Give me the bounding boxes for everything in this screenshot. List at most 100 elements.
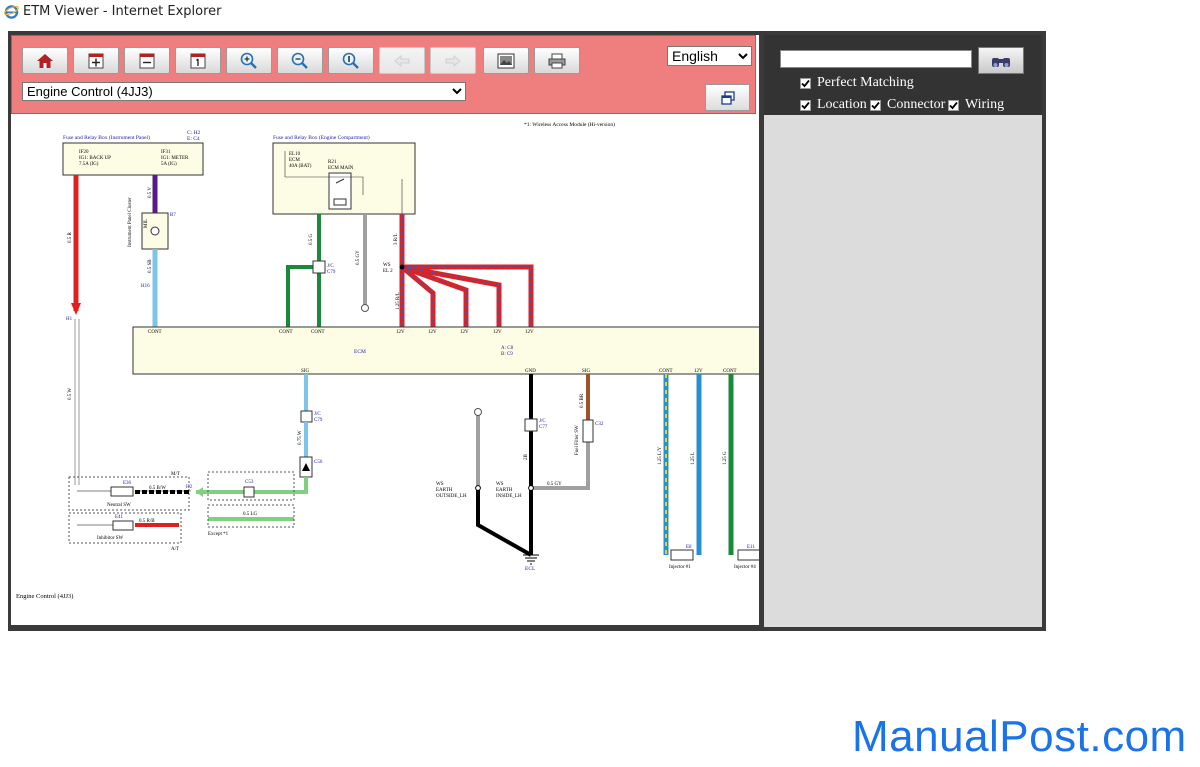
perfect-matching-option[interactable]: Perfect Matching <box>800 75 914 91</box>
minus-box-icon <box>139 53 155 68</box>
ws-el2-a: WS <box>383 263 391 268</box>
conn-e41: E41 <box>115 515 124 520</box>
inhibitor-sw-label: Inhibitor SW <box>97 536 124 541</box>
zoom-fit-icon <box>342 52 359 69</box>
connector-option[interactable]: Connector <box>870 97 945 113</box>
window-titlebar: ETM Viewer - Internet Explorer <box>0 0 1200 24</box>
inhibitor-sw[interactable] <box>112 520 134 531</box>
perfect-matching-checkbox[interactable] <box>800 77 811 89</box>
new-window-button[interactable] <box>705 84 750 111</box>
wire-125l-label: 1.25 L <box>691 452 696 465</box>
wire-05g-b[interactable] <box>286 265 319 327</box>
injector-1-label: Injector #1 <box>669 565 691 570</box>
injector-4[interactable] <box>737 549 759 561</box>
ground-symbol <box>523 554 539 565</box>
pin-12v-5: 12V <box>525 330 534 335</box>
expand-button[interactable] <box>73 47 119 74</box>
wire-05sb-label: 0.5 SB <box>148 259 153 273</box>
ws-earth-out-a: WS <box>436 482 444 487</box>
zoom-out-button[interactable] <box>277 47 323 74</box>
fuse-el10-rating: 40A (BAT) <box>289 164 312 169</box>
fuse-box-ip-conn-e: E: C4 <box>187 136 200 142</box>
injector-1[interactable] <box>670 549 694 561</box>
wire-05g-label: 0.5 G <box>309 234 314 246</box>
wiring-label: Wiring <box>965 97 1005 112</box>
home-button[interactable] <box>22 47 68 74</box>
diagram-footer-title: Engine Control (4JJ3) <box>16 593 73 600</box>
wiring-diagram[interactable]: *1: Wireless Access Module (Hi-version) … <box>11 115 759 625</box>
conn-c32: C32 <box>595 422 604 427</box>
location-option[interactable]: Location <box>800 97 867 113</box>
relay-r21-name: ECM MAIN <box>328 166 354 171</box>
print-button[interactable] <box>534 47 580 74</box>
document-select[interactable]: Engine Control (4JJ3) <box>22 82 466 101</box>
fuse-if31-rating: 5A (IG) <box>161 162 177 167</box>
page-button[interactable] <box>175 47 221 74</box>
save-button[interactable] <box>483 47 529 74</box>
fuel-filter-label: Fuel Filter SW <box>575 425 580 455</box>
page-one-icon <box>190 53 206 68</box>
printer-icon <box>548 53 566 68</box>
mt-label: M/T <box>171 472 180 477</box>
conn-c53-box[interactable] <box>243 486 255 498</box>
pin-12v-3: 12V <box>460 330 469 335</box>
conn-e8: E8 <box>686 545 692 550</box>
fuse-if31-id: IF31 <box>161 150 171 155</box>
wire-05w-label: 0.5 W <box>68 388 73 400</box>
fuse-box-ip[interactable] <box>62 142 204 176</box>
collapse-button[interactable] <box>124 47 170 74</box>
toolbar: English Engine Control (4JJ3) <box>11 35 756 114</box>
fuse-if31-name: IG1: METER <box>161 156 189 161</box>
wire-2b-label: 2B <box>524 454 529 461</box>
zoom-fit-button[interactable] <box>328 47 374 74</box>
jc77[interactable] <box>524 418 538 432</box>
wiring-diagram-svg[interactable]: *1: Wireless Access Module (Hi-version) … <box>11 115 759 625</box>
wire-3b[interactable] <box>476 415 532 557</box>
wire-05rb-label: 0.5 R/B <box>139 519 155 524</box>
ws-earth-in-b: EARTH <box>496 488 513 493</box>
jc77-conn: C77 <box>539 425 548 430</box>
jc79-upper-conn: C79 <box>327 270 336 275</box>
ecm-label: ECM <box>354 349 366 355</box>
pin-sig-2: SIG <box>582 369 590 374</box>
wire-05lg[interactable] <box>196 477 308 494</box>
wire-05w[interactable] <box>74 319 80 485</box>
language-select[interactable]: English <box>667 46 752 66</box>
jc79-lower[interactable] <box>300 410 313 423</box>
ground-label: ECL <box>525 566 536 572</box>
connector-checkbox[interactable] <box>870 99 881 111</box>
arrow-left-icon <box>394 54 410 67</box>
pin-gnd: GND <box>525 369 536 374</box>
neutral-sw[interactable] <box>110 486 134 497</box>
forward-button[interactable] <box>430 47 476 74</box>
diagram-note: *1: Wireless Access Module (Hi-version) <box>524 121 615 128</box>
back-button[interactable] <box>379 47 425 74</box>
window-title: ETM Viewer - Internet Explorer <box>23 4 222 19</box>
relay-r21-id: R21 <box>328 160 337 165</box>
wire-05br-label: 0.5 BR <box>580 393 585 408</box>
zoom-in-button[interactable] <box>226 47 272 74</box>
wiring-option[interactable]: Wiring <box>948 97 1004 113</box>
ws-earth-out-b: EARTH <box>436 488 453 493</box>
search-input[interactable] <box>780 50 972 68</box>
fuse-if20-rating: 7.5A (IG) <box>79 162 99 167</box>
wire-3rl-label: 3 R/L <box>394 233 399 245</box>
pin-sig-1: SIG <box>301 369 309 374</box>
wire-05lg-label: 0.5 LG <box>243 512 258 517</box>
jc79-upper[interactable] <box>312 260 326 274</box>
fuse-el10-id: EL10 <box>289 152 301 157</box>
internet-explorer-icon <box>4 5 19 19</box>
pin-12v-1: 12V <box>396 330 405 335</box>
fuel-filter-sw[interactable] <box>582 419 594 443</box>
ws-earth-in-a: WS <box>496 482 504 487</box>
wire-05r-label: 0.5 R <box>68 232 73 244</box>
location-checkbox[interactable] <box>800 99 811 111</box>
pin-cont-4: CONT <box>659 369 673 374</box>
pin-cont-2: CONT <box>279 330 293 335</box>
plus-box-icon <box>88 53 104 68</box>
wiring-checkbox[interactable] <box>948 99 959 111</box>
find-button[interactable] <box>978 47 1024 74</box>
ecm-box[interactable] <box>132 326 759 375</box>
watermark: ManualPost.com <box>852 712 1187 761</box>
perfect-matching-label: Perfect Matching <box>817 75 914 90</box>
